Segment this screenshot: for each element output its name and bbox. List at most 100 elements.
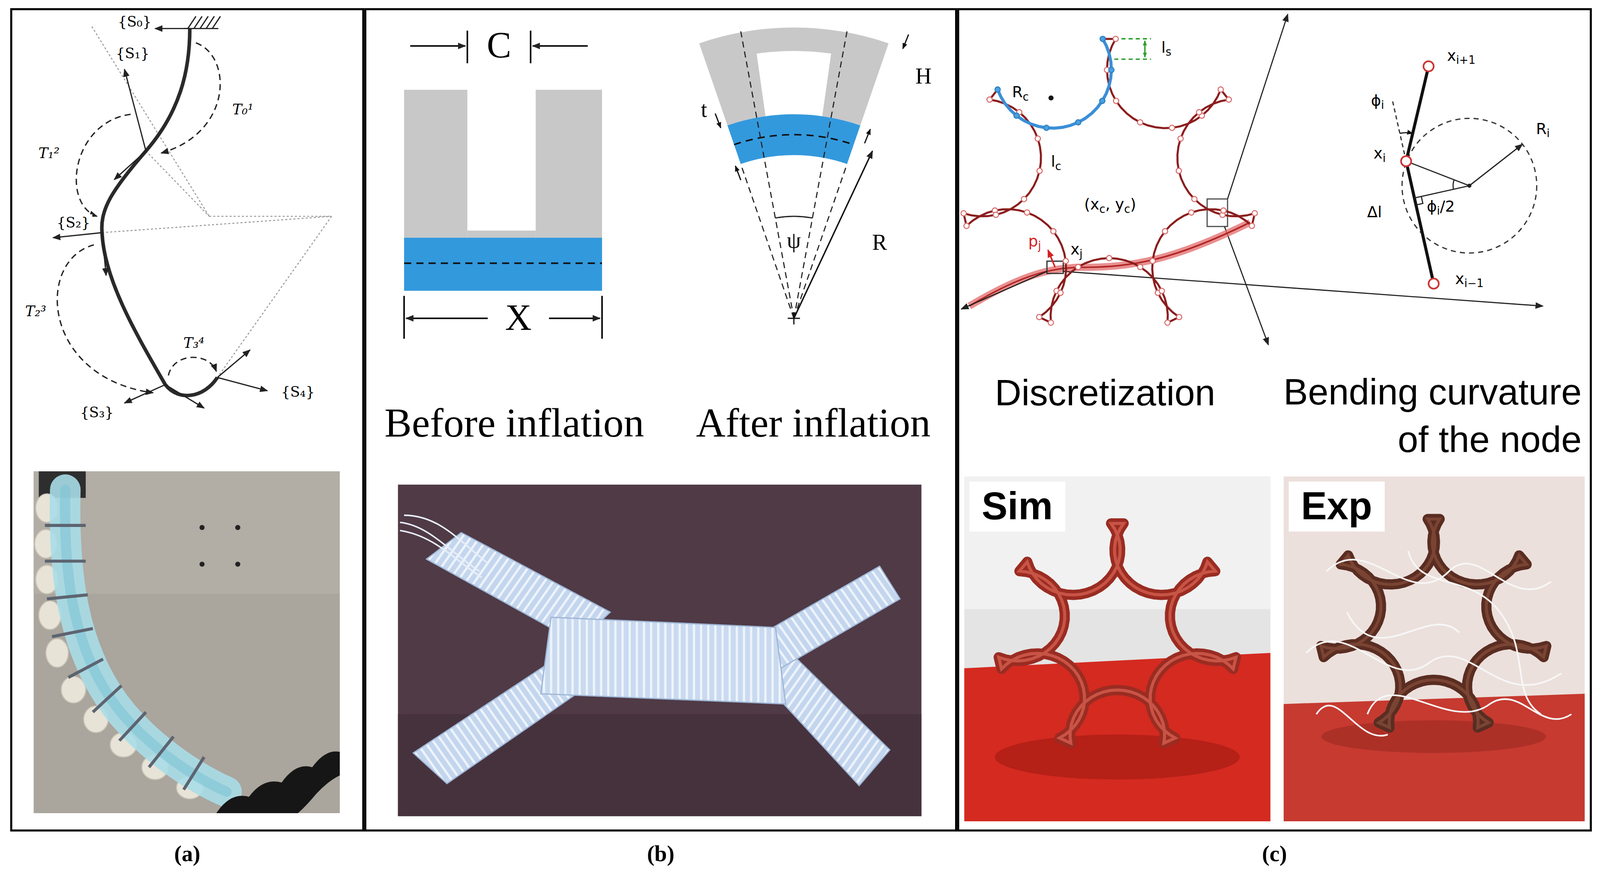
label-holder: T₂³: [23, 302, 48, 321]
chamber-section: [548, 317, 600, 320]
robot-photo: [61, 676, 86, 704]
image-panel: Sim: [964, 476, 1271, 822]
text-part: R: [1536, 119, 1547, 139]
label-holder: xi−1: [1453, 269, 1486, 292]
curvature-inset: [1392, 99, 1406, 162]
frame-label: {S₄}: [278, 383, 317, 400]
discrete-node: [1162, 228, 1168, 234]
wire: [1326, 559, 1552, 590]
label-holder: T₀¹: [230, 99, 256, 119]
discrete-node: [1050, 228, 1056, 234]
sim-structure: [998, 523, 1237, 744]
transform-arc: [57, 245, 154, 393]
discretized-star: [961, 36, 1258, 326]
wire: [1346, 612, 1460, 639]
dimension-label: C: [484, 24, 514, 66]
text-part: H: [915, 62, 932, 89]
label-holder: ls: [1159, 38, 1174, 60]
construction-line: [209, 215, 332, 217]
frame-axis: [101, 232, 107, 276]
exp-star: [1321, 519, 1547, 729]
label-holder: Before inflation: [382, 398, 647, 448]
curvature-inset: [1453, 179, 1455, 190]
label-holder: ϕi: [1369, 91, 1387, 113]
transform-label: T₁²: [36, 144, 62, 162]
robot-photo: [119, 712, 147, 741]
discrete-node: [963, 223, 969, 229]
discretization-sketch: [961, 271, 1047, 309]
text-part: i: [1546, 127, 1550, 141]
text-part: ): [1130, 195, 1137, 214]
frame-label: {S₁}: [113, 44, 152, 62]
robot-photo: [92, 685, 122, 713]
text-part: {S₀}: [117, 13, 152, 30]
label-holder: Ri: [1534, 119, 1553, 142]
exp-star-shade: [1321, 519, 1547, 729]
robot-photo: [65, 489, 227, 792]
text-part: T₁²: [38, 144, 60, 162]
curvature-inset: [1401, 155, 1412, 167]
label-holder: xi: [1371, 144, 1388, 166]
label-holder: (xc, yc): [1082, 195, 1139, 217]
discrete-node: [1021, 196, 1027, 202]
discrete-node: [1075, 264, 1081, 270]
discrete-node: [1176, 168, 1182, 174]
transform-arc: [161, 42, 221, 153]
chamber-section: [466, 30, 469, 63]
text-part: c: [1055, 159, 1062, 174]
label-holder: T₃⁴: [181, 333, 207, 353]
label-holder: T₁²: [36, 143, 62, 163]
chamber-section: [404, 30, 603, 339]
robot-photo: [45, 638, 69, 668]
discrete-node: [994, 86, 1001, 93]
discrete-node: [1036, 168, 1043, 174]
star-outline: [963, 38, 1255, 323]
angle-label: ψ: [786, 227, 801, 254]
transform-label: T₃⁴: [181, 334, 207, 351]
construction-line: [91, 26, 332, 378]
discrete-node: [1252, 210, 1258, 216]
robot-photo: [44, 524, 86, 528]
discrete-node: [1176, 314, 1182, 320]
discrete-node: [1106, 255, 1112, 261]
frame-axis: [53, 28, 268, 409]
robot-photo: [44, 559, 86, 563]
text-part: x: [1070, 240, 1080, 259]
chamber-section: [404, 89, 468, 238]
wire: [1306, 641, 1562, 686]
label-holder: H: [913, 62, 934, 90]
text-part: X: [505, 297, 532, 339]
discrete-node: [1191, 196, 1197, 202]
inflated-section: [794, 164, 848, 319]
text-part: {S₁}: [115, 44, 150, 62]
label-holder: xj: [1068, 240, 1085, 262]
inflated-section: [902, 34, 909, 49]
inflated-section: [735, 165, 741, 180]
label-holder: R: [869, 229, 890, 257]
experiment-photo: [1321, 720, 1547, 753]
state-caption: After inflation: [693, 399, 933, 446]
label-holder: {S₂}: [54, 213, 93, 232]
inflated-section: [740, 27, 795, 319]
curvature-inset: [1415, 196, 1423, 206]
text-part: x: [1455, 269, 1465, 289]
text-part: l: [1161, 38, 1166, 57]
label-holder: ψ: [786, 227, 801, 255]
discrete-node: [1036, 314, 1042, 320]
text-part: After inflation: [695, 399, 931, 446]
text-part: c: [1123, 202, 1130, 216]
robot-photo: [235, 561, 241, 567]
dimension-label: t: [698, 96, 710, 123]
chamber-section: [410, 44, 466, 47]
label-holder: xi+1: [1444, 46, 1478, 68]
text-part: Discretization: [994, 371, 1216, 414]
text-part: t: [701, 96, 708, 123]
inflated-section: [734, 134, 854, 145]
exp-structure: [1306, 519, 1572, 737]
robot-photo: [183, 757, 205, 790]
inflated-section: [727, 114, 861, 165]
text-part: Before inflation: [384, 399, 645, 446]
text-part: C: [486, 24, 512, 66]
symbol-label: xi+1: [1444, 46, 1478, 65]
